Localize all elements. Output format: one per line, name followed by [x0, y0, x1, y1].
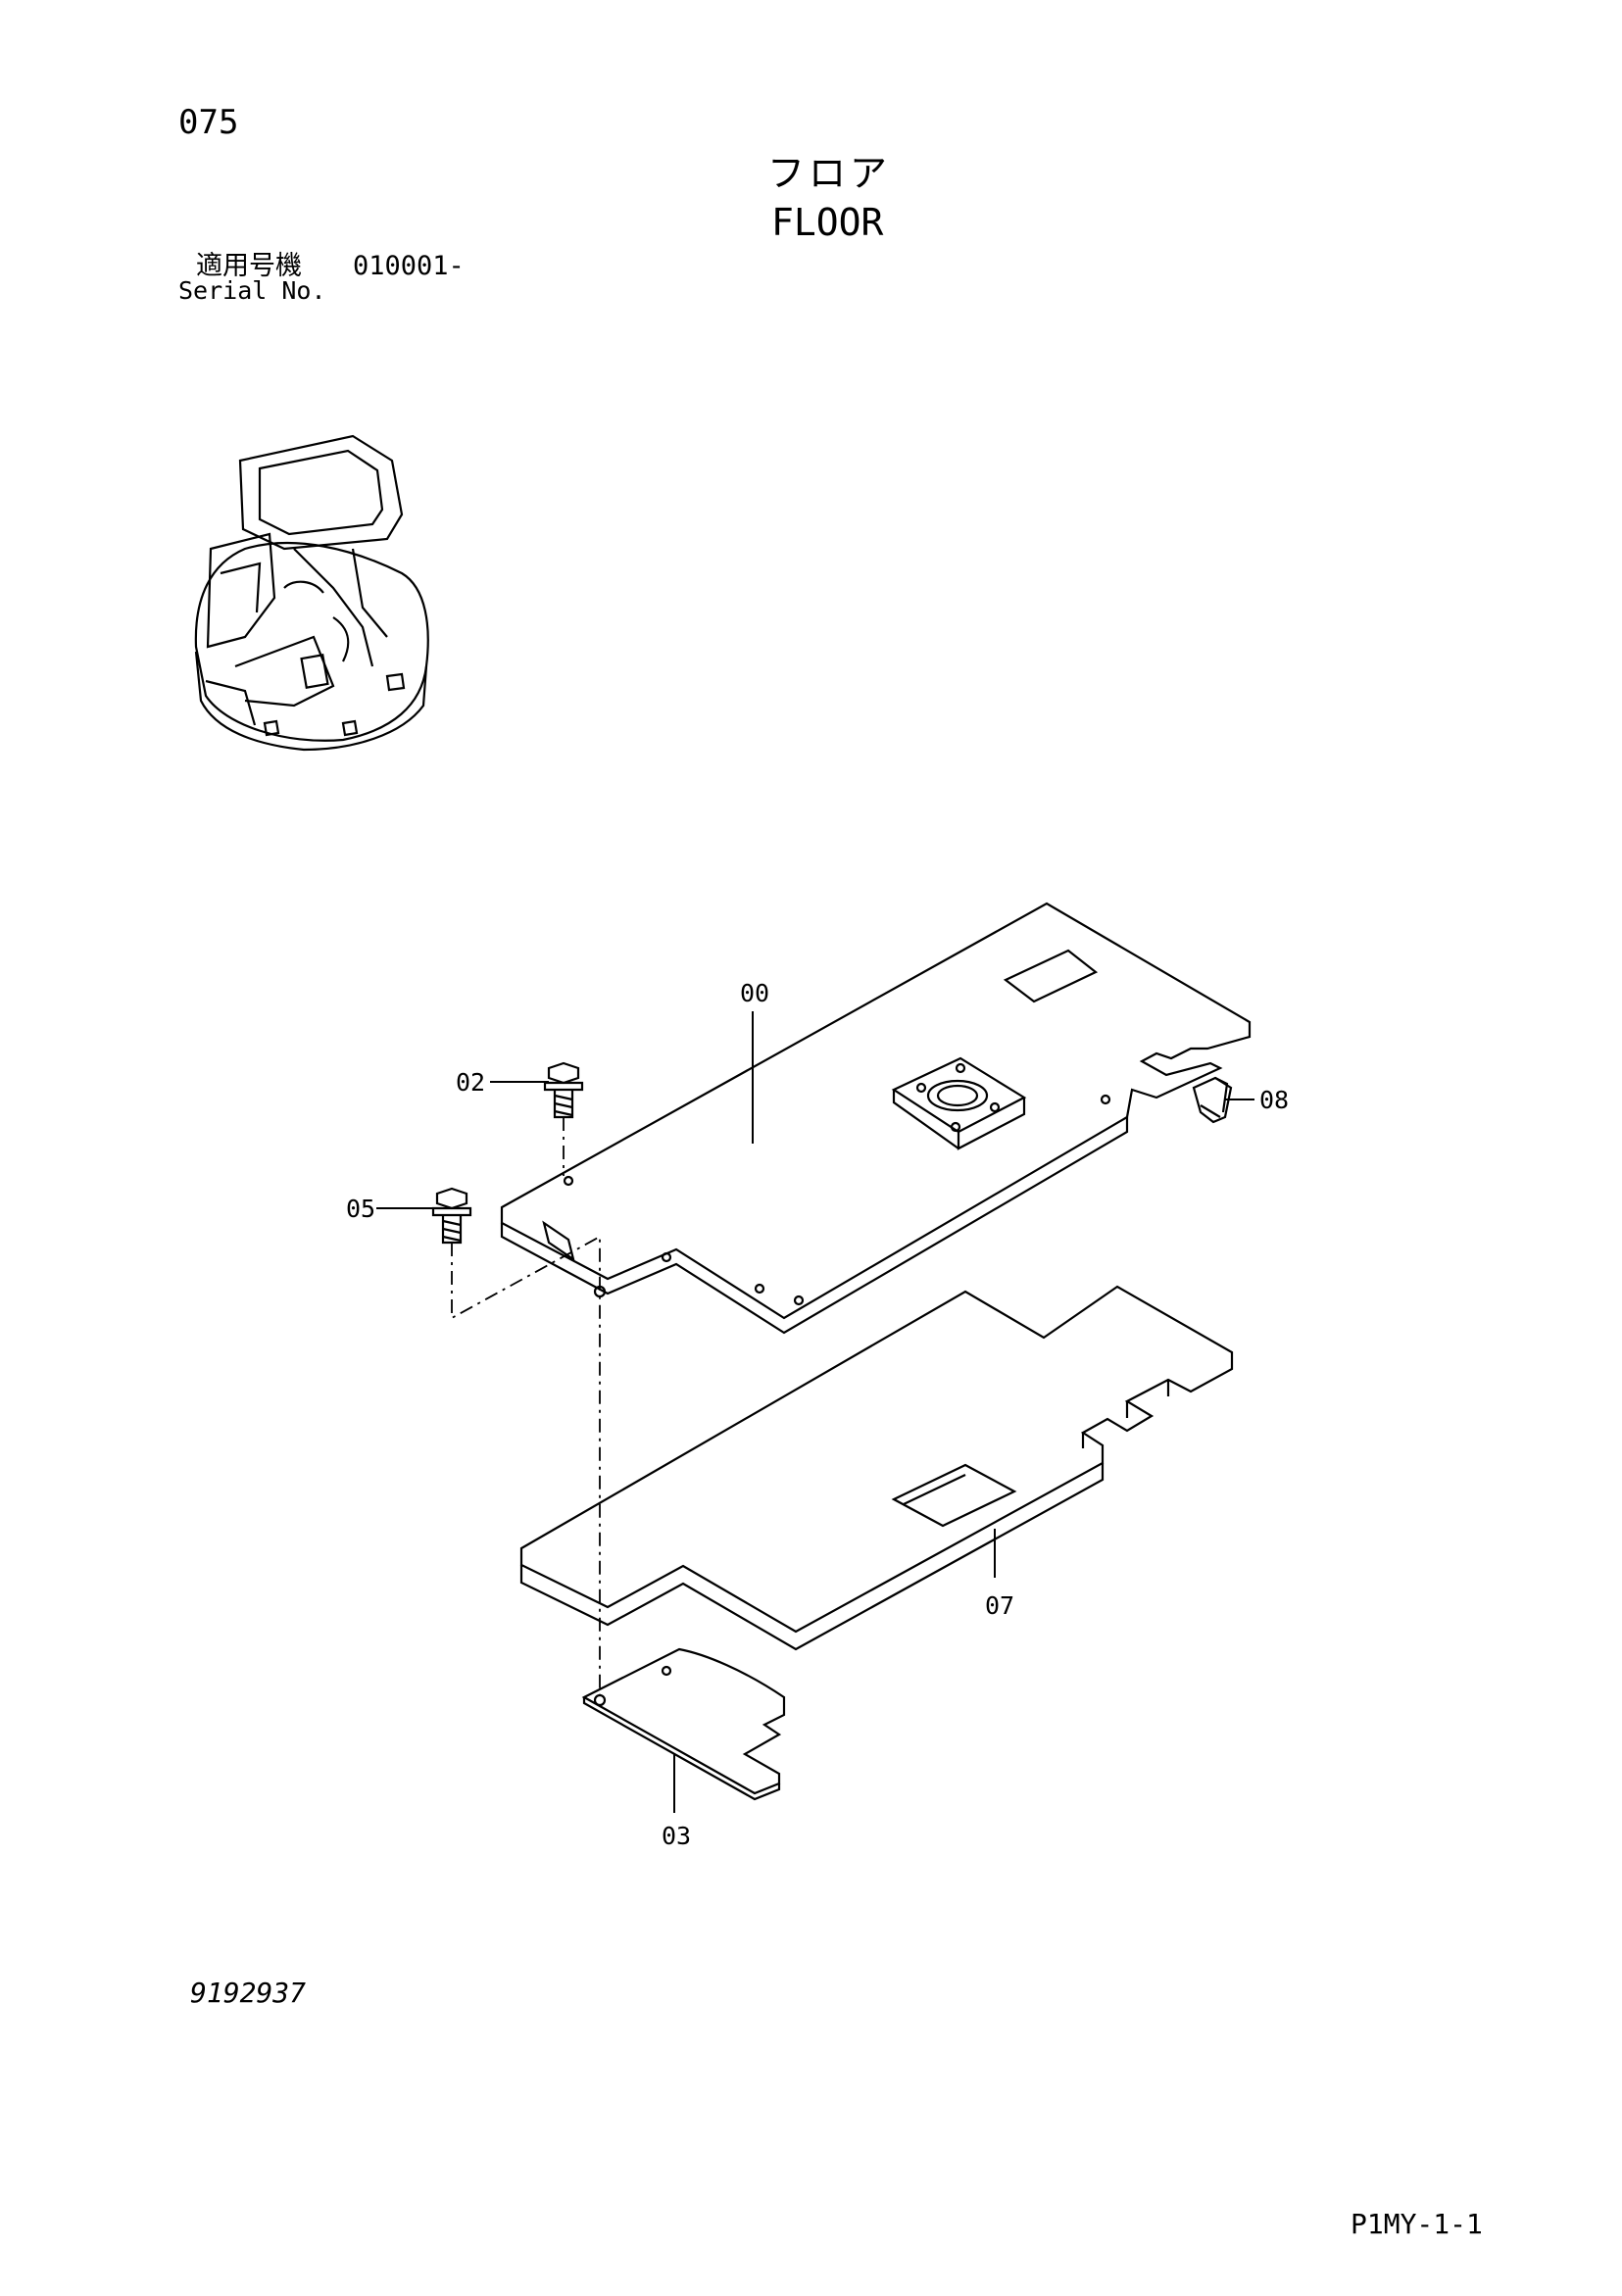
- serial-label-english: Serial No.: [178, 276, 326, 305]
- callout-07: 07: [985, 1591, 1014, 1620]
- page-number: 075: [178, 103, 239, 142]
- clip-part: [1192, 1076, 1233, 1124]
- callout-05: 05: [346, 1195, 375, 1223]
- small-plate: [581, 1647, 786, 1801]
- bolt-upper: [543, 1061, 584, 1119]
- floor-plate: [500, 902, 1252, 1335]
- leader-lines: [376, 1011, 1254, 1813]
- page-reference: P1MY-1-1: [1351, 2208, 1483, 2240]
- title-english: FLOOR: [771, 201, 884, 244]
- drawing-code: 9192937: [190, 1977, 307, 2009]
- serial-value: 010001-: [353, 251, 465, 281]
- callout-00: 00: [740, 979, 769, 1007]
- assembly-lines: [451, 1117, 601, 1695]
- callout-08: 08: [1259, 1086, 1289, 1114]
- bolt-lower: [431, 1187, 472, 1245]
- machine-thumbnail: [194, 434, 429, 752]
- serial-label-japanese: 適用号機: [196, 251, 302, 281]
- callout-02: 02: [456, 1068, 485, 1097]
- title-japanese: フロア: [767, 152, 892, 195]
- floor-mat: [519, 1285, 1234, 1651]
- callout-03: 03: [662, 1822, 691, 1850]
